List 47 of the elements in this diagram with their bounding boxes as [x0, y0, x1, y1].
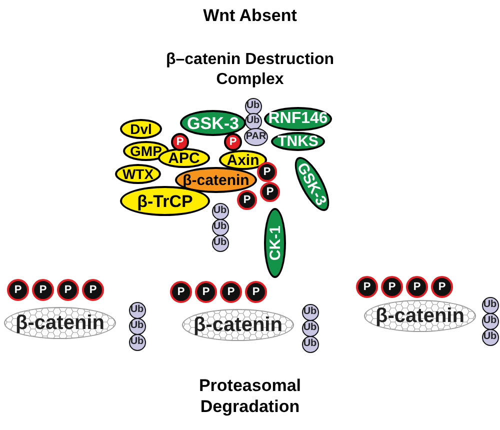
phosphate-circle: P: [245, 281, 267, 303]
protein-ellipse: β-catenin: [364, 300, 476, 332]
caption: Proteasomal Degradation: [198, 375, 302, 418]
phosphate-circle: P: [171, 133, 189, 151]
phosphate-circle: P: [356, 276, 378, 298]
ubiquitin-circle: Ub: [302, 336, 318, 352]
protein-ellipse: β-TrCP: [120, 186, 210, 216]
protein-ellipse: β-catenin: [4, 307, 116, 339]
phosphate-circle: P: [431, 276, 453, 298]
ubiquitin-circle: Ub: [302, 304, 318, 320]
phosphate-circle: P: [7, 279, 29, 301]
title: Wnt Absent: [202, 5, 298, 26]
ubiquitin-circle: Ub: [482, 328, 498, 346]
ubiquitin-circle: Ub: [212, 234, 228, 252]
ubiquitin-circle: Ub: [244, 98, 262, 114]
ubiquitin-circle: Ub: [302, 320, 318, 336]
phosphate-circle: P: [57, 279, 79, 301]
phosphate-circle: P: [170, 281, 192, 303]
protein-ellipse: GSK-3: [180, 110, 246, 136]
ubiquitin-circle: Ub: [212, 218, 228, 236]
phosphate-circle: P: [32, 279, 54, 301]
ubiquitin-circle: PAR: [244, 128, 268, 146]
ubiquitin-circle: Ub: [128, 318, 146, 334]
ubiquitin-circle: Ub: [212, 202, 228, 220]
protein-ellipse: WTX: [115, 164, 161, 184]
protein-ellipse: RNF146: [264, 107, 332, 131]
phosphate-circle: P: [406, 276, 428, 298]
ubiquitin-circle: Ub: [128, 302, 146, 318]
phosphate-circle: P: [257, 162, 277, 182]
protein-ellipse: TNKS: [271, 132, 325, 150]
phosphate-circle: P: [82, 279, 104, 301]
phosphate-circle: P: [224, 133, 242, 151]
phosphate-circle: P: [381, 276, 403, 298]
phosphate-circle: P: [195, 281, 217, 303]
ubiquitin-circle: Ub: [482, 296, 498, 314]
phosphate-circle: P: [220, 281, 242, 303]
phosphate-circle: P: [260, 182, 280, 202]
ubiquitin-circle: Ub: [244, 112, 262, 130]
ubiquitin-circle: Ub: [128, 334, 146, 350]
heading: β–catenin Destruction Complex: [165, 50, 335, 90]
protein-ellipse: GMP: [123, 141, 169, 161]
protein-ellipse: CK-1: [264, 208, 286, 278]
phosphate-circle: P: [237, 190, 257, 210]
protein-ellipse: β-catenin: [182, 309, 294, 341]
protein-ellipse: β-catenin: [175, 167, 257, 193]
ubiquitin-circle: Ub: [482, 312, 498, 330]
protein-ellipse: Dvl: [120, 119, 162, 139]
